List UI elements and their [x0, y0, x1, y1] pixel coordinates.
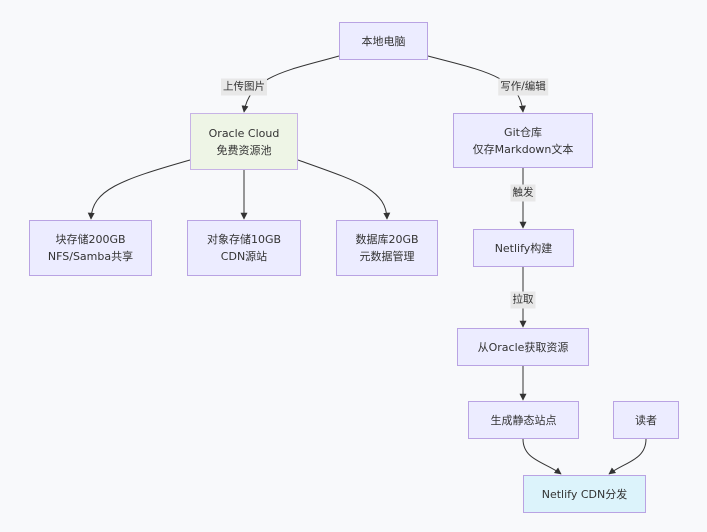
edge-label-upload-images: 上传图片 — [221, 78, 267, 96]
node-fetch-from-oracle[interactable]: 从Oracle获取资源 — [457, 328, 589, 366]
node-local-pc-label: 本地电脑 — [361, 34, 406, 48]
node-object-storage-subtitle: CDN源站 — [220, 250, 268, 263]
node-database-title: 数据库20GB — [355, 233, 419, 246]
node-git-repo-subtitle: 仅存Markdown文本 — [472, 142, 574, 156]
node-database[interactable]: 数据库20GB 元数据管理 — [336, 220, 438, 276]
edge-local-pc-to-oracle — [241, 55, 340, 113]
node-git-repo[interactable]: Git仓库 仅存Markdown文本 — [453, 113, 593, 168]
node-netlify-cdn[interactable]: Netlify CDN分发 — [523, 475, 646, 513]
node-oracle-cloud-title: Oracle Cloud — [208, 126, 280, 140]
edge-label-pull: 拉取 — [510, 291, 536, 309]
node-git-repo-title: Git仓库 — [504, 125, 542, 139]
edge-oracle-to-block — [87, 159, 191, 220]
node-netlify-build-label: Netlify构建 — [494, 241, 553, 255]
node-fetch-from-oracle-label: 从Oracle获取资源 — [477, 340, 569, 354]
node-object-storage[interactable]: 对象存储10GB CDN源站 — [187, 220, 301, 276]
edge-oracle-to-db — [297, 159, 391, 220]
node-block-storage[interactable]: 块存储200GB NFS/Samba共享 — [29, 220, 152, 276]
edge-label-write-edit: 写作/编辑 — [498, 78, 548, 96]
edge-local-pc-to-git — [427, 55, 526, 113]
node-block-storage-subtitle: NFS/Samba共享 — [47, 250, 134, 263]
edge-label-trigger: 触发 — [510, 184, 536, 202]
node-block-storage-title: 块存储200GB — [55, 233, 126, 246]
node-oracle-cloud[interactable]: Oracle Cloud 免费资源池 — [190, 113, 298, 170]
node-object-storage-title: 对象存储10GB — [206, 233, 282, 246]
node-static-site-label: 生成静态站点 — [490, 413, 557, 427]
node-local-pc[interactable]: 本地电脑 — [339, 22, 428, 60]
node-oracle-cloud-subtitle: 免费资源池 — [216, 143, 272, 157]
edge-reader-to-cdn — [608, 438, 647, 475]
node-netlify-cdn-label: Netlify CDN分发 — [541, 487, 628, 501]
node-netlify-build[interactable]: Netlify构建 — [473, 229, 574, 267]
edge-static-to-cdn — [522, 438, 562, 475]
node-database-subtitle: 元数据管理 — [359, 250, 415, 263]
node-reader-label: 读者 — [635, 413, 657, 427]
node-static-site[interactable]: 生成静态站点 — [468, 401, 579, 439]
node-reader[interactable]: 读者 — [613, 401, 679, 439]
